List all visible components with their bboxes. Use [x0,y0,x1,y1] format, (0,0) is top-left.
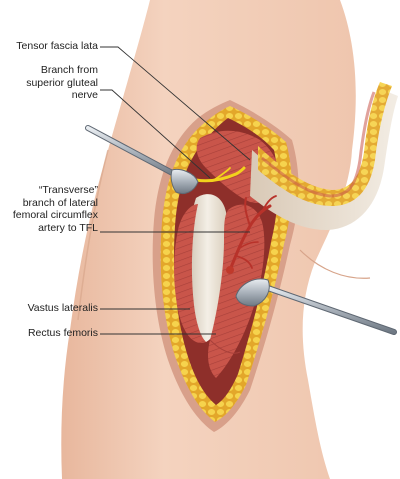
label-branch-nerve-line3: nerve [71,89,98,101]
label-branch-nerve-line1: Branch from [40,64,98,76]
reflected-flap [250,82,398,231]
leader-line-branch-nerve [100,89,211,179]
label-rectus-femoris-text: Rectus femoris [27,327,98,339]
label-transverse-line4: artery to TFL [38,221,98,234]
nerve-branch [194,166,246,183]
label-transverse-branch: “Transverse” branch of lateral femoral c… [13,184,98,234]
label-vastus-lateralis: Vastus lateralis [28,302,98,315]
label-tensor-fascia-lata-text: Tensor fascia lata [16,40,98,52]
label-branch-nerve-line2: superior gluteal [26,76,98,89]
upper-retractor-icon [85,125,199,195]
leader-line-tensor-fascia-lata [100,46,251,161]
lower-retractor-icon [235,278,397,335]
label-transverse-line1: “Transverse” [38,184,98,196]
label-transverse-line3: femoral circumflex [12,209,98,221]
fascia-band [187,194,228,342]
vastus-lateralis-muscle [174,204,206,343]
label-vastus-lateralis-text: Vastus lateralis [27,302,98,314]
label-rectus-femoris: Rectus femoris [28,327,98,340]
label-tensor-fascia-lata: Tensor fascia lata [16,40,98,53]
label-branch-nerve: Branch from superior gluteal nerve [26,64,98,102]
circumflex-artery [226,195,277,274]
leader-lines [100,46,251,335]
rectus-femoris-muscle [208,204,265,378]
label-transverse-line2: branch of lateral [22,196,98,209]
